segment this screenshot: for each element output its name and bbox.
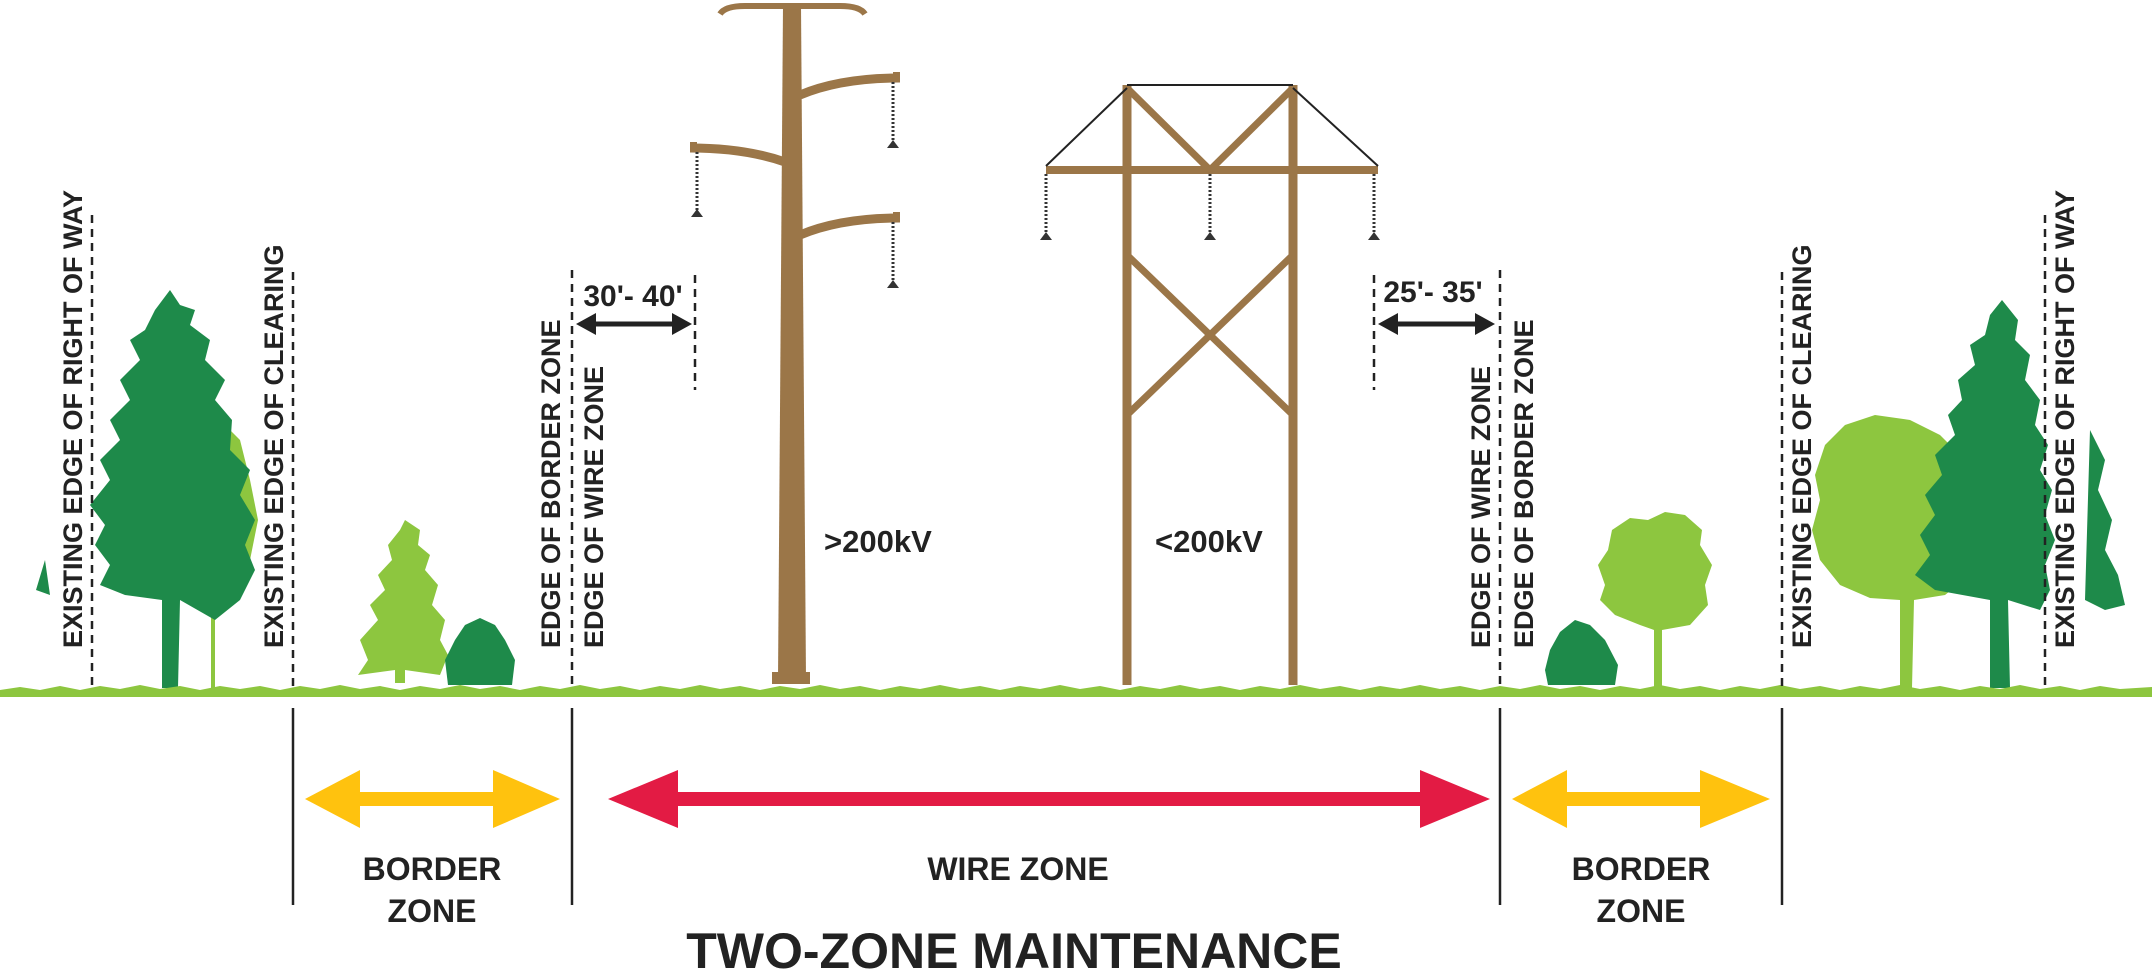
ground-grass bbox=[0, 685, 2152, 697]
wire-zone-label: WIRE ZONE bbox=[927, 851, 1108, 887]
left-border-zone-arrow bbox=[305, 770, 560, 828]
right-border-zone-label-line1: BORDER bbox=[1572, 851, 1711, 887]
voltage-label-left-tower: >200kV bbox=[824, 524, 932, 559]
label-left-clearing: EXISTING EDGE OF CLEARING bbox=[259, 244, 289, 648]
h-frame-guy-wires bbox=[1045, 84, 1379, 167]
edge-labels: EXISTING EDGE OF RIGHT OF WAY EXISTING E… bbox=[58, 190, 2080, 648]
upper-brace-right bbox=[1207, 85, 1296, 173]
right-shrub-dark bbox=[1545, 620, 1618, 685]
insulator-left bbox=[1040, 174, 1052, 240]
label-left-right-of-way: EXISTING EDGE OF RIGHT OF WAY bbox=[58, 190, 88, 648]
clearance-left-arrow bbox=[576, 313, 692, 335]
insulator-right bbox=[1368, 174, 1380, 240]
arm-end-cap-lower-right bbox=[893, 212, 900, 222]
insulator-middle-left bbox=[691, 152, 703, 217]
clearance-dimensions: 30'- 40' 25'- 35' bbox=[576, 276, 1495, 335]
right-tall-conifer-dark bbox=[1915, 300, 2055, 688]
voltage-label-right-tower: <200kV bbox=[1155, 524, 1263, 559]
middle-left-arm bbox=[689, 143, 787, 167]
right-tree-cluster bbox=[1545, 300, 2125, 688]
upper-right-arm bbox=[798, 73, 901, 100]
arm-end-cap-upper-right bbox=[893, 72, 900, 82]
top-crossarm bbox=[717, 3, 868, 16]
label-left-border-zone: EDGE OF BORDER ZONE bbox=[536, 319, 566, 648]
left-tall-tree-dark bbox=[90, 290, 255, 688]
tower-under-200kv bbox=[1046, 85, 1378, 685]
pole-shaft bbox=[778, 5, 806, 680]
edge-lines bbox=[90, 215, 2047, 686]
x-brace-b bbox=[1124, 252, 1296, 418]
insulator-upper-right bbox=[887, 82, 899, 148]
left-shrub-dark bbox=[445, 618, 515, 685]
tower-over-200kv bbox=[689, 3, 901, 684]
left-border-zone-label-line2: ZONE bbox=[388, 893, 477, 929]
left-guy-wire bbox=[1045, 87, 1128, 167]
arm-end-cap-middle-left bbox=[690, 142, 697, 152]
left-small-leaf-cluster bbox=[36, 560, 50, 595]
label-right-wire-zone: EDGE OF WIRE ZONE bbox=[1466, 366, 1496, 648]
clearance-right-arrow bbox=[1378, 313, 1495, 335]
wire-zone-arrow bbox=[608, 770, 1490, 828]
right-border-zone-arrow bbox=[1512, 770, 1770, 828]
left-conifer-light bbox=[358, 520, 448, 683]
label-right-clearing: EXISTING EDGE OF CLEARING bbox=[1787, 244, 1817, 648]
diagram-title: TWO-ZONE MAINTENANCE bbox=[686, 923, 1342, 973]
right-edge-leaf-cluster bbox=[2085, 430, 2125, 610]
left-border-zone-label-line1: BORDER bbox=[363, 851, 502, 887]
insulator-center bbox=[1204, 174, 1216, 240]
pole-insulators bbox=[691, 82, 899, 288]
clearance-right-label: 25'- 35' bbox=[1383, 276, 1482, 309]
right-border-zone-label-line2: ZONE bbox=[1597, 893, 1686, 929]
lower-right-arm bbox=[798, 213, 901, 240]
pole-base bbox=[772, 672, 810, 684]
upper-brace-left bbox=[1124, 85, 1213, 173]
right-small-deciduous-light bbox=[1598, 512, 1712, 688]
label-left-wire-zone: EDGE OF WIRE ZONE bbox=[579, 366, 609, 648]
zone-dividers bbox=[291, 708, 1784, 905]
ground bbox=[0, 685, 2152, 697]
right-guy-wire bbox=[1292, 87, 1379, 167]
label-right-right-of-way: EXISTING EDGE OF RIGHT OF WAY bbox=[2050, 190, 2080, 648]
label-right-border-zone: EDGE OF BORDER ZONE bbox=[1509, 319, 1539, 648]
insulator-lower-right bbox=[887, 222, 899, 288]
clearance-left-label: 30'- 40' bbox=[583, 280, 682, 313]
left-tree-cluster bbox=[36, 290, 515, 688]
h-frame-insulators bbox=[1040, 174, 1380, 240]
